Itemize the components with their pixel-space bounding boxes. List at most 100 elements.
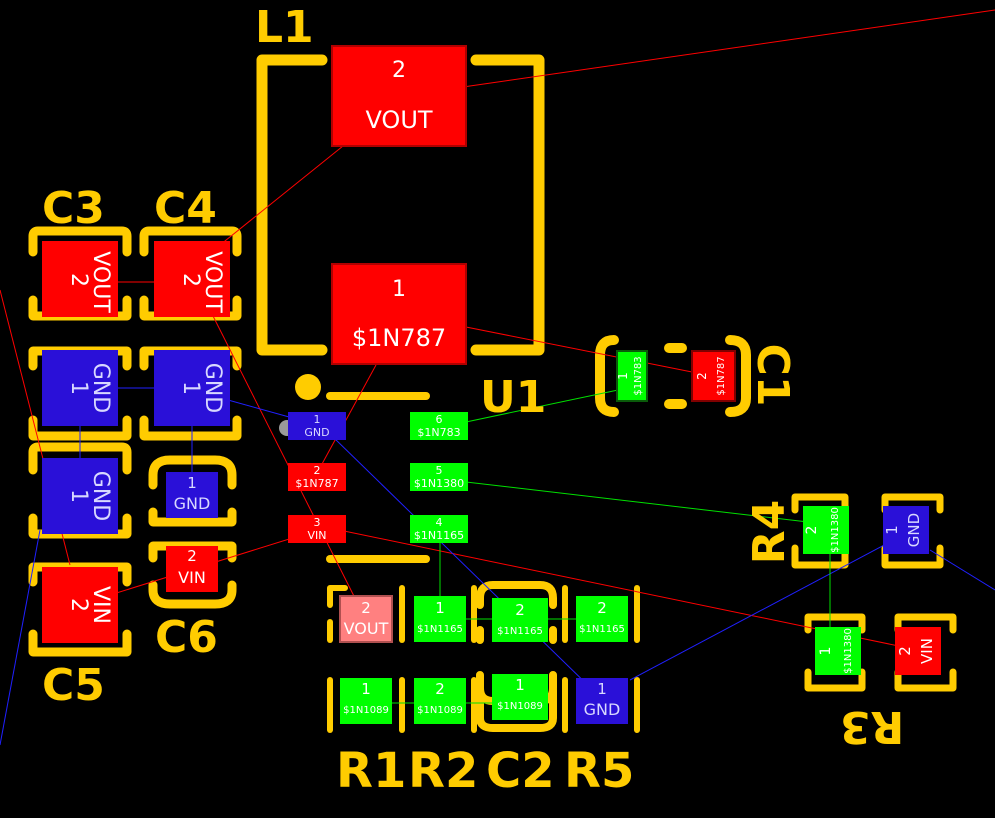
c1-outline — [595, 335, 751, 417]
r5-pad-2[interactable]: 2 $1N1165 — [576, 596, 628, 642]
l1-outline — [256, 54, 545, 356]
c2-pad-1[interactable]: 1 $1N1089 — [492, 674, 548, 720]
ratline — [465, 481, 809, 523]
u1-pad-3[interactable]: 3 VIN — [288, 515, 346, 543]
r2-pad-1[interactable]: 1 $1N1165 — [414, 596, 466, 642]
c5-pad-1[interactable]: 1 GND — [42, 458, 118, 534]
pad-net-label: GND — [905, 513, 923, 547]
u1-pin1-dot — [295, 374, 321, 400]
u1-pad-4[interactable]: 4 $1N1165 — [410, 515, 468, 543]
u1-pad-5[interactable]: 5 $1N1380 — [410, 463, 468, 491]
pad-number: 1 — [66, 489, 91, 503]
u1-pad-1[interactable]: 1 GND — [288, 412, 346, 440]
pad-net-label: $1N1089 — [497, 701, 543, 712]
designator-c1: C1 — [747, 344, 798, 407]
r5-pad-1[interactable]: 1 GND — [576, 678, 628, 724]
pad-number: 1 — [66, 381, 91, 395]
c3-pad-2[interactable]: 2 VOUT — [42, 241, 118, 317]
pad-net-label: $1N787 — [716, 356, 727, 395]
pad-net-label: $1N1380 — [830, 507, 841, 553]
c1-pad-2[interactable]: 2 $1N787 — [691, 350, 736, 402]
pad-net-label: VOUT — [365, 106, 432, 134]
pad-number: 1 — [883, 525, 901, 535]
pad-number: 3 — [314, 516, 321, 529]
pad-number: 2 — [66, 273, 91, 287]
pad-net-label: GND — [584, 700, 621, 719]
pad-net-label: $1N1089 — [417, 705, 463, 716]
pad-net-label: GND — [304, 426, 329, 439]
pad-number: 2 — [187, 547, 197, 565]
r3-pad-1[interactable]: 1 $1N1380 — [815, 627, 861, 675]
pad-number: 1 — [187, 474, 197, 492]
ratline — [629, 534, 904, 681]
pad-number: 2 — [435, 680, 445, 698]
l1-pad-2[interactable]: 2 VOUT — [331, 45, 467, 147]
pad-number: 1 — [616, 372, 630, 380]
pad-net-label: $1N1089 — [343, 705, 389, 716]
c6-pad-2[interactable]: 2 VIN — [166, 546, 218, 592]
designator-r1: R1 — [336, 743, 406, 799]
pads-layer: 2 VOUT 1 $1N787 2 VOUT 1 GND 2 VOUT 1 — [42, 45, 941, 724]
pad-net-label: $1N1165 — [417, 624, 463, 635]
designator-c6: C6 — [155, 612, 218, 663]
pad-number: 2 — [178, 273, 203, 287]
bottom-row-outline — [327, 581, 640, 733]
pad-number: 1 — [361, 680, 371, 698]
c6-pad-1[interactable]: 1 GND — [166, 472, 218, 518]
r1-pad-1[interactable]: 1 $1N1089 — [340, 678, 392, 724]
pad-net-label: GND — [88, 471, 113, 521]
pad-net-label: $1N1165 — [579, 624, 625, 635]
designator-r4: R4 — [744, 500, 795, 565]
ratline — [465, 326, 713, 377]
designator-r5: R5 — [564, 743, 634, 799]
ratline — [332, 436, 601, 698]
designator-r3: R3 — [840, 701, 905, 752]
c3-pad-1[interactable]: 1 GND — [42, 350, 118, 426]
pad-net-label: $1N787 — [352, 324, 446, 352]
pad-number: 1 — [597, 680, 607, 698]
pad-number: 1 — [515, 676, 525, 694]
c4-outline — [139, 226, 242, 441]
pad-number: 1 — [392, 277, 406, 302]
l1-pad-1[interactable]: 1 $1N787 — [331, 263, 467, 365]
c5-pad-2[interactable]: 2 VIN — [42, 567, 118, 643]
pad-number: 6 — [436, 413, 443, 426]
pad-number: 1 — [818, 647, 834, 656]
pad-number: 2 — [361, 599, 371, 617]
c4-pad-2[interactable]: 2 VOUT — [154, 241, 230, 317]
designator-c3: C3 — [42, 183, 105, 234]
pad-number: 1 — [178, 381, 203, 395]
u1-pad-2[interactable]: 2 $1N787 — [288, 463, 346, 491]
c4-pad-1[interactable]: 1 GND — [154, 350, 230, 426]
pad-number: 2 — [314, 464, 321, 477]
r2-pad-2[interactable]: 2 $1N1089 — [414, 678, 466, 724]
r1-pad-2[interactable]: 2 VOUT — [339, 595, 393, 643]
pad-net-label: $1N787 — [295, 477, 338, 490]
pad-number: 2 — [597, 599, 607, 617]
ratline — [929, 549, 995, 591]
pad-number: 4 — [436, 516, 443, 529]
pad-number: 5 — [436, 464, 443, 477]
ratline — [462, 9, 995, 88]
r4-pad-1[interactable]: 1 GND — [883, 506, 929, 554]
r4-outline — [791, 493, 944, 569]
pad-net-label: $1N1165 — [497, 626, 543, 637]
r4-pad-2[interactable]: 2 $1N1380 — [803, 506, 849, 554]
pad-net-label: GND — [88, 363, 113, 413]
pad-net-label: $1N1380 — [414, 477, 464, 490]
pad-number: 2 — [896, 646, 914, 656]
c1-pad-1[interactable]: 1 $1N783 — [616, 350, 648, 402]
pad-net-label: $1N1165 — [414, 529, 464, 542]
pad-net-label: VIN — [308, 529, 327, 542]
designator-c5: C5 — [42, 660, 105, 711]
r3-pad-2[interactable]: 2 VIN — [895, 627, 941, 675]
u1-pad-6[interactable]: 6 $1N783 — [410, 412, 468, 440]
pad-net-label: VIN — [178, 568, 206, 587]
c2-pad-2[interactable]: 2 $1N1165 — [492, 598, 548, 642]
designator-l1: L1 — [255, 2, 314, 53]
pad-net-label: $1N783 — [633, 356, 644, 395]
pad-net-label: VIN — [88, 586, 113, 624]
designator-u1: U1 — [480, 372, 546, 423]
pad-net-label: $1N1380 — [843, 628, 854, 674]
